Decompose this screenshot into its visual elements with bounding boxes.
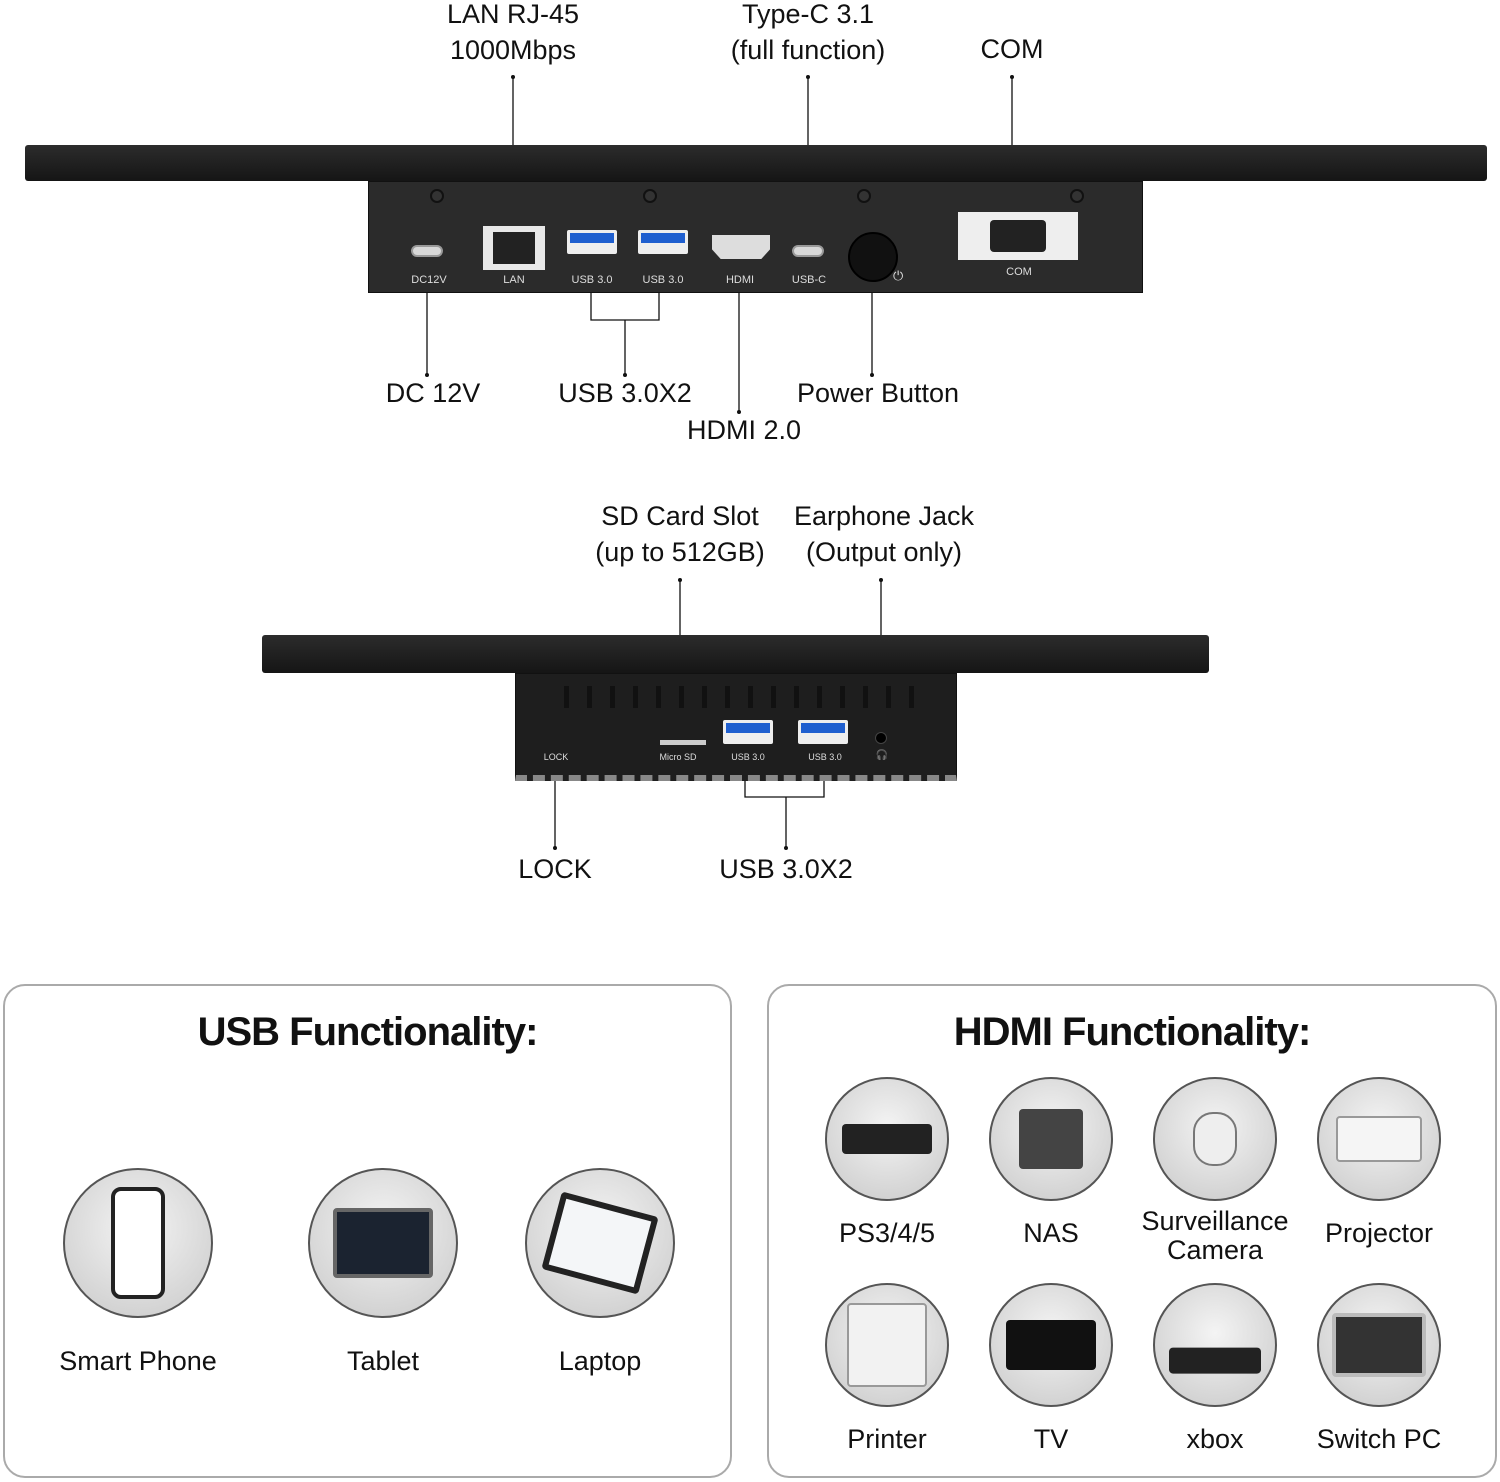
dc-port [411,245,443,257]
device-label: Tablet [346,1346,420,1376]
tablet-image [525,1168,675,1318]
port-label: USB 3.0 [808,752,842,762]
callout-usb: USB 3.0X2 [558,378,692,408]
port-label: LAN [503,274,525,286]
callout-hdmi: HDMI 2.0 [686,415,802,445]
callout-earphone: Earphone Jack(Output only) [793,501,975,567]
switch-pc-image [1317,1283,1441,1407]
callout-lock: LOCK [518,854,592,884]
port-label: USB 3.0 [731,752,765,762]
port-label: USB-C [791,274,827,286]
smart-phone-image [63,1168,213,1318]
com-port [958,212,1078,260]
hdmi-functionality-panel: HDMI Functionality: PS3/4/5 NAS Surveill… [767,984,1497,1478]
port-label: COM [1006,266,1032,278]
usb-port [798,720,848,744]
ps-console-image [825,1077,949,1201]
port-label: LOCK [543,752,569,762]
nas-image [989,1077,1113,1201]
power-icon: ⏻ [893,268,904,283]
callout-usb-side: USB 3.0X2 [719,854,853,884]
headphone-icon: 🎧 [875,750,889,761]
port-label: USB 3.0 [571,274,613,286]
usb-functionality-panel: USB Functionality: Smart Phone Tablet La… [3,984,732,1478]
tv-image [989,1283,1113,1407]
xbox-image [1153,1283,1277,1407]
device-label: Printer [847,1424,927,1454]
earphone-jack [875,732,887,744]
port-label: DC12V [411,274,447,286]
device-label: Laptop [558,1346,642,1376]
hdmi-port [712,235,770,259]
rear-port-panel: ⏻ DC12V LAN USB 3.0 USB 3.0 HDMI USB-C C… [368,181,1143,293]
device-label: NAS [1023,1218,1079,1248]
usb-port [723,720,773,744]
device-label: Projector [1324,1218,1434,1248]
port-label: USB 3.0 [642,274,684,286]
usb-c-port [792,245,824,257]
micro-sd-slot [660,740,706,745]
panel-title: USB Functionality: [197,1010,539,1054]
callout-dc: DC 12V [385,378,481,408]
monitor-edge-side [262,635,1209,673]
callout-sd: SD Card Slot(up to 512GB) [595,501,765,567]
callout-com: COM [980,34,1044,64]
laptop-image [308,1168,458,1318]
port-label: Micro SD [659,752,697,762]
printer-image [825,1283,949,1407]
device-label: TV [1033,1424,1069,1454]
callout-type-c: Type-C 3.1(full function) [730,0,886,65]
panel-title: HDMI Functionality: [953,1010,1312,1054]
lan-port [483,226,545,270]
projector-image [1317,1077,1441,1201]
device-label: Switch PC [1316,1424,1442,1454]
power-button [848,232,898,282]
usb-port [567,230,617,254]
device-label: PS3/4/5 [838,1218,936,1248]
side-port-panel: LOCK Micro SD USB 3.0 USB 3.0 🎧 [515,673,957,781]
camera-image [1153,1077,1277,1201]
device-label: Smart Phone [59,1346,217,1376]
device-label: xbox [1186,1424,1244,1454]
monitor-edge-rear [25,145,1487,181]
device-label: Surveillance Camera [1141,1206,1289,1265]
callout-power: Power Button [796,378,960,408]
usb-port [638,230,688,254]
port-label: HDMI [725,274,755,286]
